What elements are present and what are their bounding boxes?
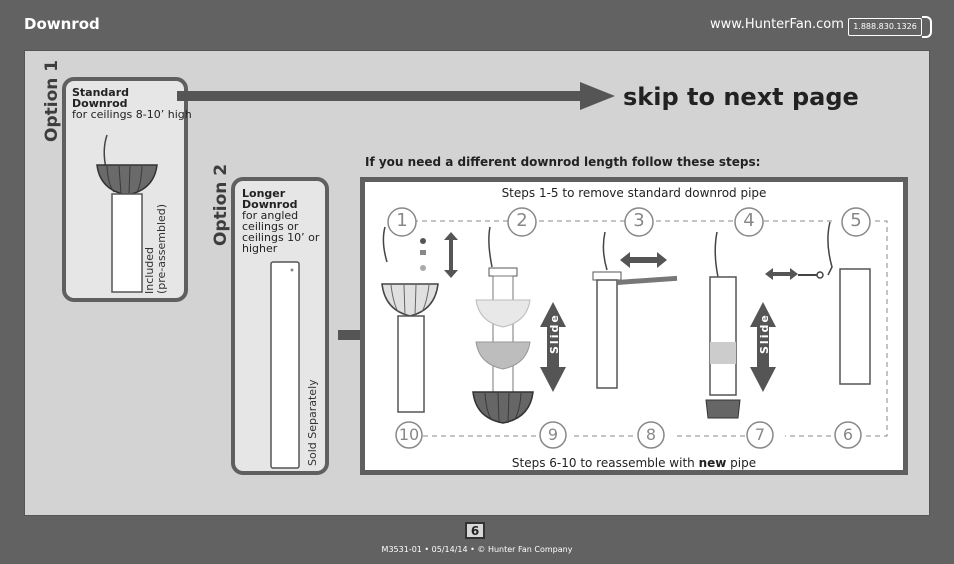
option2-text: Longer Downrod for angled ceilings or ce…: [242, 188, 319, 254]
steps-bottom-caption: Steps 6-10 to reassemble with new pipe: [365, 456, 903, 470]
slide-label-1: Slide: [548, 313, 561, 354]
step-number-2: 2: [516, 210, 528, 231]
footer-text: M3531-01 • 05/14/14 • © Hunter Fan Compa…: [381, 545, 573, 554]
phone-icon: [922, 16, 932, 38]
step-number-3: 3: [633, 210, 645, 231]
option1-heading-line1: Standard: [72, 86, 130, 99]
option2-heading-line2: Downrod: [242, 198, 298, 211]
option1-text: Standard Downrod for ceilings 8-10’ high: [72, 87, 192, 120]
page-number: 6: [465, 522, 485, 539]
step-number-1: 1: [396, 210, 408, 231]
step-number-6: 6: [842, 425, 854, 444]
step-number-5: 5: [850, 210, 862, 231]
option2-side: Sold Separately: [306, 379, 319, 466]
standard-downrod-illustration: [96, 134, 158, 293]
steps-diagram: Slide Slide: [381, 220, 888, 437]
option2-label: Option 2: [211, 163, 231, 246]
step-number-10: 10: [398, 425, 420, 444]
option1-label: Option 1: [42, 59, 62, 142]
step-circles-bottom: [395, 421, 862, 449]
step-number-9: 9: [547, 425, 559, 444]
option1-side-line2: (pre-assembled): [155, 203, 168, 294]
page-title: Downrod: [24, 15, 100, 33]
option2-desc-3: ceilings 10’ or: [242, 231, 320, 244]
steps-bottom-prefix: Steps 6-10 to reassemble with: [511, 456, 699, 470]
skip-arrow: [177, 82, 615, 110]
option1-desc: for ceilings 8-10’ high: [72, 108, 192, 121]
option2-desc-2: ceilings or: [242, 220, 299, 233]
slide-label-2: Slide: [758, 313, 771, 354]
instruction-heading: If you need a different downrod length f…: [365, 155, 761, 169]
phone-number: 1.888.830.1326: [848, 18, 922, 36]
steps-top-caption: Steps 1-5 to remove standard downrod pip…: [501, 186, 767, 200]
steps-bottom-bold: new: [698, 456, 727, 470]
step-number-8: 8: [645, 425, 657, 444]
option2-desc-4: higher: [242, 242, 278, 255]
step-circles-top: [387, 207, 871, 237]
option1-heading-line2: Downrod: [72, 97, 128, 110]
step-number-7: 7: [754, 425, 766, 444]
step-number-4: 4: [743, 210, 755, 231]
option2-heading-line1: Longer: [242, 187, 286, 200]
long-downrod-illustration: [270, 261, 300, 469]
steps-bottom-suffix: pipe: [726, 456, 757, 470]
website-link[interactable]: www.HunterFan.com: [710, 17, 844, 32]
skip-to-next-page[interactable]: skip to next page: [623, 83, 859, 111]
option2-desc-1: for angled: [242, 209, 299, 222]
